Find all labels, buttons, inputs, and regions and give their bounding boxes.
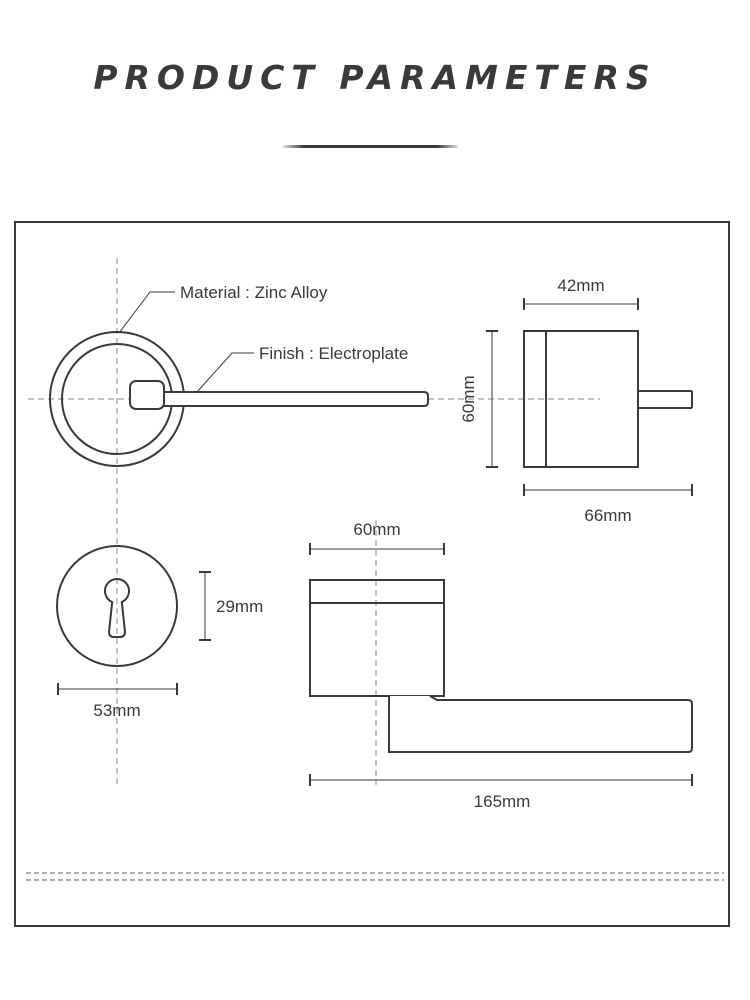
diagram-frame <box>14 221 730 927</box>
page-title: PRODUCT PARAMETERS <box>93 58 657 97</box>
escutcheon-view <box>56 545 178 667</box>
callout-leaders <box>118 291 254 393</box>
dim-lever-length-label: 165mm <box>474 792 531 811</box>
finish-callout: Finish : Electroplate <box>259 344 408 363</box>
material-callout: Material : Zinc Alloy <box>180 283 328 302</box>
dim-escutcheon-label: 53mm <box>93 701 140 720</box>
front-lever <box>388 695 693 753</box>
lever-arm <box>145 391 429 407</box>
rose-top-view <box>49 331 429 467</box>
dim-side-width-label: 42mm <box>557 276 604 295</box>
dim-keyhole-label: 29mm <box>216 597 263 616</box>
dim-front-width-label: 60mm <box>353 520 400 539</box>
finish-leader <box>196 352 254 393</box>
dim-side-height-label: 60mm <box>459 375 478 422</box>
dimension-lines <box>57 298 693 786</box>
lever-hub <box>129 380 165 410</box>
side-view-body <box>523 330 639 468</box>
material-leader <box>118 291 175 334</box>
escutcheon-ring <box>56 545 178 667</box>
keyhole-icon <box>104 578 130 638</box>
front-view <box>309 579 693 753</box>
front-rose-body <box>309 579 445 697</box>
side-view <box>523 330 693 468</box>
bottom-separator <box>26 872 724 881</box>
title-underline <box>283 145 458 148</box>
dim-side-depth-label: 66mm <box>584 506 631 525</box>
